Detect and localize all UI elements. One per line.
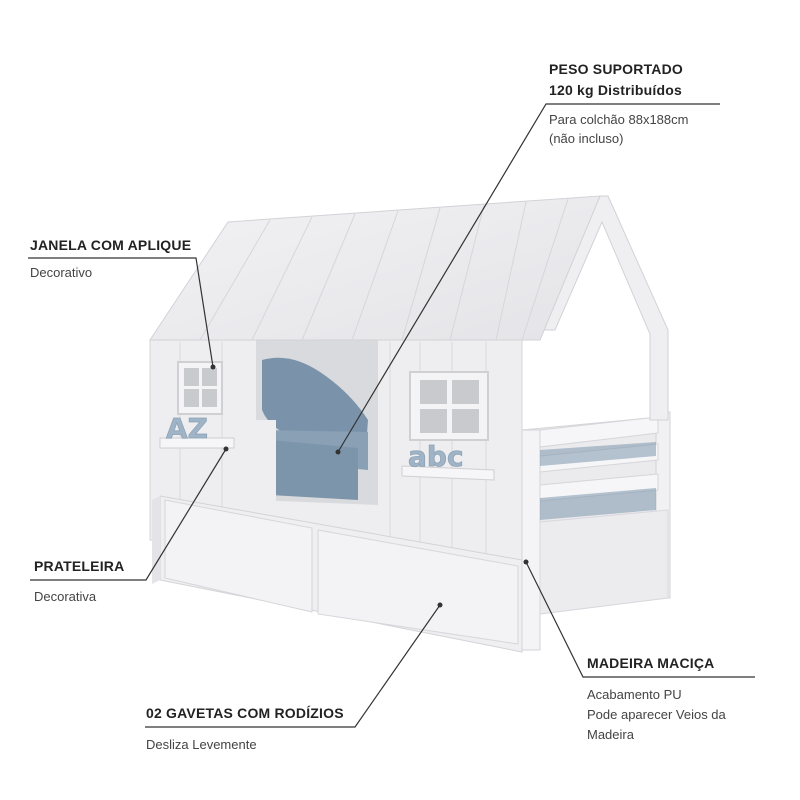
madeira-line xyxy=(525,561,755,678)
drawer-left xyxy=(164,499,313,613)
prateleira-desc: Decorativa xyxy=(34,589,97,604)
left-shelf: AZ xyxy=(159,412,235,449)
peso-mattress-size: Para colchão 88x188cm xyxy=(549,112,689,127)
right-shelf: abc xyxy=(401,440,495,481)
drawers xyxy=(152,495,523,653)
peso-capacity: 120 kg Distribuídos xyxy=(549,82,682,98)
janela-line xyxy=(28,257,214,368)
left-window xyxy=(177,361,223,415)
applique-letters-left: AZ xyxy=(166,412,208,445)
prateleira-title: PRATELEIRA xyxy=(34,558,125,574)
madeira-finish: Acabamento PU xyxy=(587,687,682,702)
side-frame xyxy=(521,411,671,651)
right-window xyxy=(409,371,489,441)
prateleira-line xyxy=(30,448,227,581)
gavetas-line xyxy=(145,604,441,728)
madeira-grain-note: Pode aparecer Veios da xyxy=(587,707,726,722)
roof xyxy=(149,195,601,341)
gavetas-title: 02 GAVETAS COM RODÍZIOS xyxy=(146,705,344,721)
janela-desc: Decorativo xyxy=(30,265,93,280)
callout-lines xyxy=(28,103,755,728)
madeira-title: MADEIRA MACIÇA xyxy=(587,655,715,671)
peso-title: PESO SUPORTADO xyxy=(549,61,684,77)
door-opening xyxy=(256,340,378,505)
gavetas-desc: Desliza Levemente xyxy=(146,737,257,752)
drawer-right xyxy=(317,529,519,645)
madeira-grain-note-cont: Madeira xyxy=(587,727,634,742)
peso-line xyxy=(337,103,720,453)
peso-not-included: (não incluso) xyxy=(549,131,624,146)
janela-title: JANELA COM APLIQUE xyxy=(30,237,192,253)
applique-letters-right: abc xyxy=(408,440,464,473)
mattress xyxy=(270,440,358,500)
callout-dots xyxy=(210,364,529,608)
